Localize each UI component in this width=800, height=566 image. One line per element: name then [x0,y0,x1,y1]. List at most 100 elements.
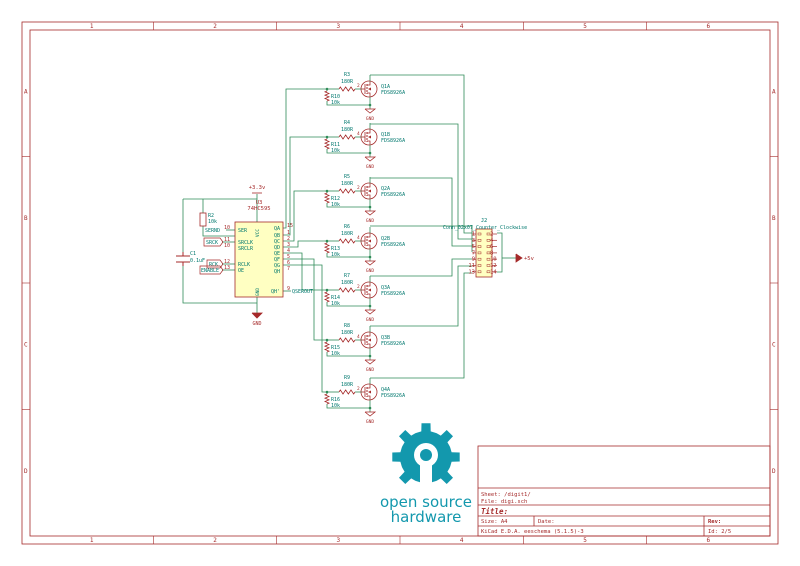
connector-j2[interactable]: J2 Conn_02x07_Counter_Clockwise 13579111… [443,218,527,278]
frame-col-top: 3 [337,23,341,30]
pulldown-resistor-value: 10k [331,403,340,409]
ic-pin-name-left: RCLK [238,262,250,268]
gnd-label: GND [366,218,374,224]
wire-drain-6 [370,265,472,327]
mosfet-value: FDS8926A [381,291,405,297]
wire-drain-1 [370,74,472,234]
title-block-frame [477,445,771,537]
junction-dot [368,406,372,410]
cap-value: 0.1uF [190,258,205,264]
mosfet-arrow [368,135,371,139]
conn-pin-num-right: 14 [490,269,497,275]
gnd-label: GND [366,317,374,323]
ic-pin-name-left: SRCLK [238,240,253,246]
pulldown-resistor-ref: R11 [331,142,340,148]
mosfet-gate-pin: 2 [357,185,360,191]
frame-col-top: 1 [90,23,94,30]
junction-dot [325,135,329,139]
wire-qd [283,240,327,248]
ic-pin-num-right: 6 [287,260,290,266]
frame-col-top: 4 [460,23,464,30]
mosfet-gate-pin: 4 [357,131,360,137]
net-labels: SERND SRCK RCK ENABLE QSEROUT [199,228,313,295]
conn-pin-num-left: 7 [472,250,475,256]
ic-pin-name-right: QE [274,251,280,257]
junction-dot [368,151,372,155]
frame-row-left: C [24,341,28,348]
junction-dot [325,189,329,193]
oshw-gear-icon [392,423,460,491]
resistor-r2[interactable]: R2 10k [199,212,217,227]
gnd-symbol [364,156,377,162]
conn-value: Conn_02x07_Counter_Clockwise [443,225,527,231]
series-resistor-ref: R8 [344,323,350,329]
pulldown-resistor-ref: R13 [331,246,340,252]
pulldown-resistor-value: 10k [331,351,340,357]
junction-dot [325,239,329,243]
mosfet-source [367,395,371,399]
frame-col-bottom: 3 [337,537,341,544]
series-resistor-ref: R3 [344,72,350,78]
mosfet-ref: Q1B [381,132,390,138]
r2-value: 10k [208,219,217,225]
frame-ticks [22,22,778,544]
conn-pin-num-right: 8 [490,250,493,256]
mosfet-gate-pin: 4 [357,334,360,340]
channel-wire-rg-bottom [326,253,370,258]
mosfet-body [360,128,378,146]
gnd-label: GND [366,419,374,425]
ic-pin-num-right: 5 [287,254,290,260]
gnd-symbol [364,210,377,216]
mosfet-ref: Q3A [381,285,390,291]
ic-pin-num-left: 11 [224,237,230,243]
ic-pin-name-right: QG [274,263,280,269]
series-resistor-value: 180R [341,382,354,388]
ic-pin-name-right: QF [274,257,280,263]
conn-pin-num-left: 3 [472,238,475,244]
ic-pin-num-left: 13 [224,265,230,271]
gnd-label: GND [366,268,374,274]
ic-pin-num-left: 10 [224,225,230,231]
plus5-label: +5v [524,256,535,262]
gnd-symbol [364,411,377,417]
label-rck: RCK [209,262,218,268]
series-resistor-ref: R4 [344,120,350,126]
pulldown-resistor [323,242,331,254]
capacitor-c1[interactable]: C1 0.1uF [176,251,205,266]
mosfet-source [367,244,371,248]
gnd-label: GND [366,367,374,373]
series-resistor [338,287,356,293]
conn-pad-right [486,264,491,267]
pulldown-resistor-value: 10k [331,148,340,154]
ic-body [234,221,284,298]
pulldown-resistor [323,138,331,150]
pulldown-resistor [323,291,331,303]
junction-dot [368,255,372,259]
conn-pad-right [486,239,491,242]
mosfet-body [360,281,378,299]
mosfet-ref: Q3B [381,335,390,341]
frame-col-bottom: 1 [90,537,94,544]
ic-pin-num-qh: 9 [287,286,290,292]
mosfet-body [360,182,378,200]
frame-col-top: 2 [213,23,217,30]
conn-pad-left [477,251,482,255]
conn-pin-num-right: 2 [490,232,493,238]
pulldown-resistor [323,393,331,405]
frame-row-right: A [772,88,776,95]
ic-pin-name-right: QC [274,239,280,245]
label-enable-box [199,265,224,275]
junction-dot [368,304,372,308]
junction-dot [368,205,372,209]
conn-pad-right [486,257,491,261]
